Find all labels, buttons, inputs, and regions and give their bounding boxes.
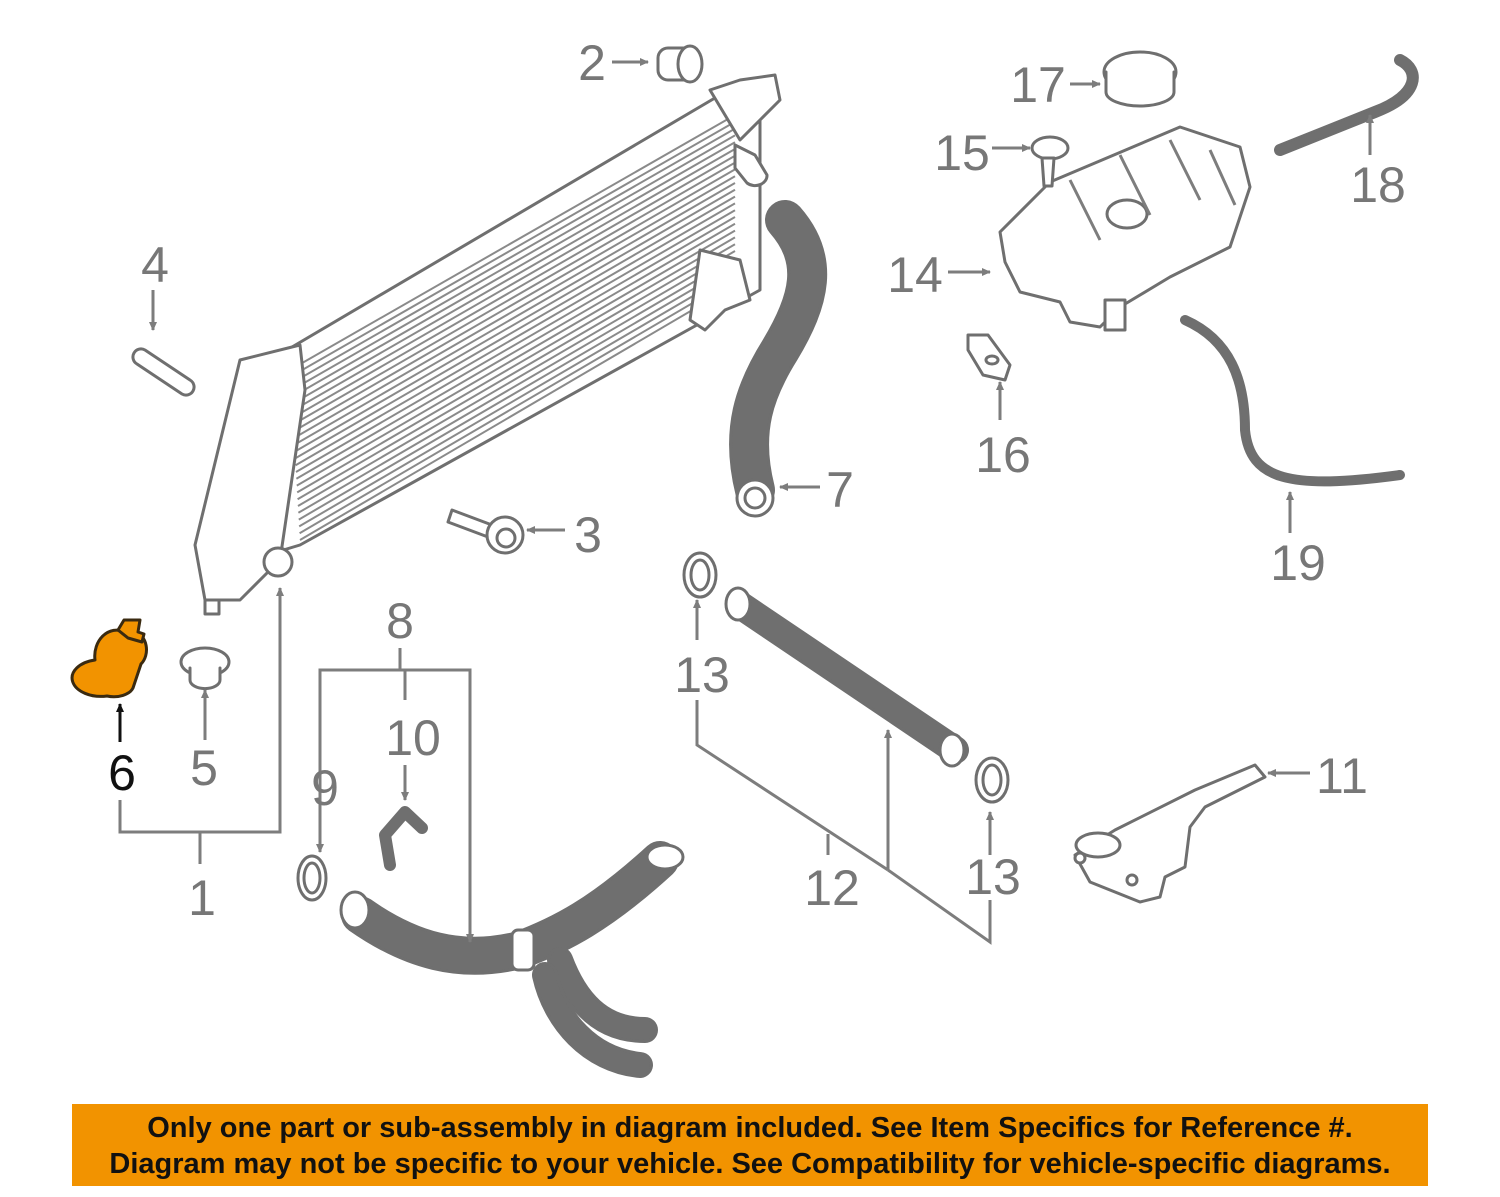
overflow-hose	[1180, 315, 1405, 487]
callout-14: 14	[887, 247, 943, 303]
callout-18: 18	[1350, 157, 1406, 213]
leader-lines	[116, 58, 1374, 945]
grommet	[179, 646, 231, 691]
radiator-fin	[296, 236, 736, 494]
callout-5: 5	[190, 740, 218, 796]
radiator-fin	[297, 250, 736, 507]
radiator-fin	[298, 263, 736, 521]
callout-13a: 13	[674, 647, 730, 703]
disclaimer-banner: Only one part or sub-assembly in diagram…	[72, 1104, 1428, 1186]
radiator-fin	[294, 202, 736, 460]
o-rings-13	[682, 551, 1010, 804]
radiator-fin	[296, 229, 736, 487]
radiator-fin	[292, 168, 736, 426]
radiator-fin	[295, 222, 736, 480]
reservoir-bolt	[1030, 135, 1070, 188]
callout-10: 10	[385, 710, 441, 766]
bolt	[446, 508, 525, 555]
radiator-fin	[293, 188, 736, 446]
radiator-fin	[298, 270, 736, 528]
upper-hose	[729, 200, 828, 518]
disclaimer-line-2: Diagram may not be specific to your vehi…	[109, 1148, 1391, 1180]
callout-8: 8	[386, 593, 414, 649]
radiator-fin	[293, 175, 736, 433]
coolant-tube	[724, 586, 969, 768]
callout-6: 6	[108, 745, 136, 801]
callout-9: 9	[311, 760, 339, 816]
radiator-fin	[297, 256, 736, 514]
callout-2: 2	[578, 35, 606, 91]
callout-numbers: 1 2 3 4 5 6 7 8 9 10 11 12 13 13 14 15 1…	[108, 35, 1406, 926]
callout-15: 15	[934, 125, 990, 181]
pin	[131, 347, 196, 397]
radiator-fin	[291, 154, 736, 412]
radiator-bushing	[656, 44, 704, 84]
radiator-fin	[289, 120, 736, 378]
callout-13b: 13	[965, 849, 1021, 905]
radiator-fin	[299, 277, 736, 535]
radiator	[193, 73, 782, 616]
radiator-fin	[294, 195, 736, 453]
callout-7: 7	[826, 462, 854, 518]
hose-clip	[379, 806, 428, 871]
radiator-fin	[289, 114, 736, 371]
callout-11: 11	[1316, 748, 1368, 804]
coolant-outlet	[1073, 763, 1267, 904]
radiator-fin	[295, 216, 736, 473]
o-ring-9	[296, 854, 328, 902]
radiator-fin	[293, 182, 736, 439]
callout-12: 12	[804, 860, 860, 916]
radiator-fin	[295, 209, 736, 467]
vent-hose	[1274, 54, 1419, 156]
reservoir-bracket	[966, 333, 1012, 382]
radiator-fin	[297, 243, 736, 501]
radiator-fins	[289, 114, 736, 541]
callout-17: 17	[1010, 57, 1066, 113]
lower-hose-assembly	[339, 841, 685, 1078]
reservoir-cap	[1102, 50, 1178, 108]
radiator-fin	[291, 148, 736, 405]
radiator-fin	[292, 161, 736, 419]
disclaimer-line-1: Only one part or sub-assembly in diagram…	[147, 1112, 1353, 1144]
callout-19: 19	[1270, 535, 1326, 591]
radiator-fin	[291, 141, 736, 399]
callout-16: 16	[975, 427, 1031, 483]
drain-valve-highlighted	[70, 618, 148, 699]
radiator-fin	[299, 284, 736, 541]
coolant-reservoir	[998, 125, 1252, 332]
callout-1: 1	[188, 870, 216, 926]
radiator-fin	[290, 127, 736, 385]
radiator-fin	[290, 134, 736, 392]
callout-4: 4	[141, 237, 169, 293]
callout-3: 3	[574, 507, 602, 563]
